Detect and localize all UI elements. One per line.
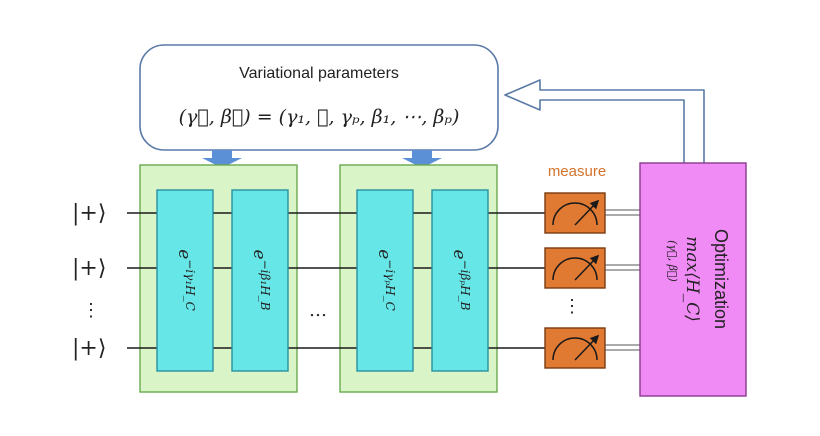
optimization-title: Optimization [711,229,731,329]
gate-mixer-layer-1: e−iβ₁H_B [231,189,289,372]
meter-3 [544,327,606,369]
input-vertical-ellipsis: ⋮ [82,300,100,321]
meter-needle [574,199,600,226]
meter-dial [552,337,598,361]
meter-2 [544,247,606,289]
gate-cost-p-base: e [374,249,394,259]
svg-text:e−iβ₁H_B: e−iβ₁H_B [249,250,272,311]
meter-needle [574,254,600,281]
gate-cost-layer-1: e−iγ₁H_C [156,189,214,372]
gate-mixer-p-base: e [449,250,469,260]
meter-1 [544,192,606,234]
input-state-1: |+⟩ [72,201,106,226]
meter-dial [552,257,598,281]
svg-text:e−iγₚH_C: e−iγₚH_C [374,249,397,311]
variational-parameters-box: Variational parameters (γ⃗, β⃗) = (γ₁, ⋯… [139,44,499,151]
svg-text:e−iβₚH_B: e−iβₚH_B [449,250,472,311]
gate-cost-1-base: e [174,249,194,259]
gate-cost-layer-p: e−iγₚH_C [356,189,414,372]
meter-dial [552,202,598,226]
param-arrow-layer-1 [202,150,242,168]
gate-mixer-p-exp: −iβₚH_B [458,260,472,311]
gate-mixer-1-base: e [249,250,269,260]
between-layers-ellipsis: … [309,300,327,321]
measure-vertical-ellipsis: ⋮ [563,296,581,317]
param-arrow-layer-p [402,150,442,168]
meters [544,192,606,369]
meter-needle [574,334,600,361]
input-state-n: |+⟩ [72,336,106,361]
classical-wires [605,209,640,351]
measure-label: measure [548,163,606,180]
input-state-2: |+⟩ [72,256,106,281]
gate-cost-1-exp: −iγ₁H_C [183,259,197,311]
gate-mixer-1-exp: −iβ₁H_B [258,260,272,311]
params-title: Variational parameters [239,65,399,82]
input-states: |+⟩ |+⟩ ⋮ |+⟩ [72,201,106,361]
feedback-arrow [504,79,705,163]
optimization-subscript: (γ⃗, β⃗) [666,240,679,282]
optimization-box: Optimization max⟨H_C⟩ (γ⃗, β⃗) [639,162,747,397]
optimization-objective: max⟨H_C⟩ [682,236,702,321]
svg-text:e−iγ₁H_C: e−iγ₁H_C [174,249,197,311]
gate-mixer-layer-p: e−iβₚH_B [431,189,489,372]
params-equation: (γ⃗, β⃗) = (γ₁, ⋯, γₚ, β₁, ⋯, βₚ) [179,106,460,128]
gate-cost-p-exp: −iγₚH_C [383,259,397,311]
